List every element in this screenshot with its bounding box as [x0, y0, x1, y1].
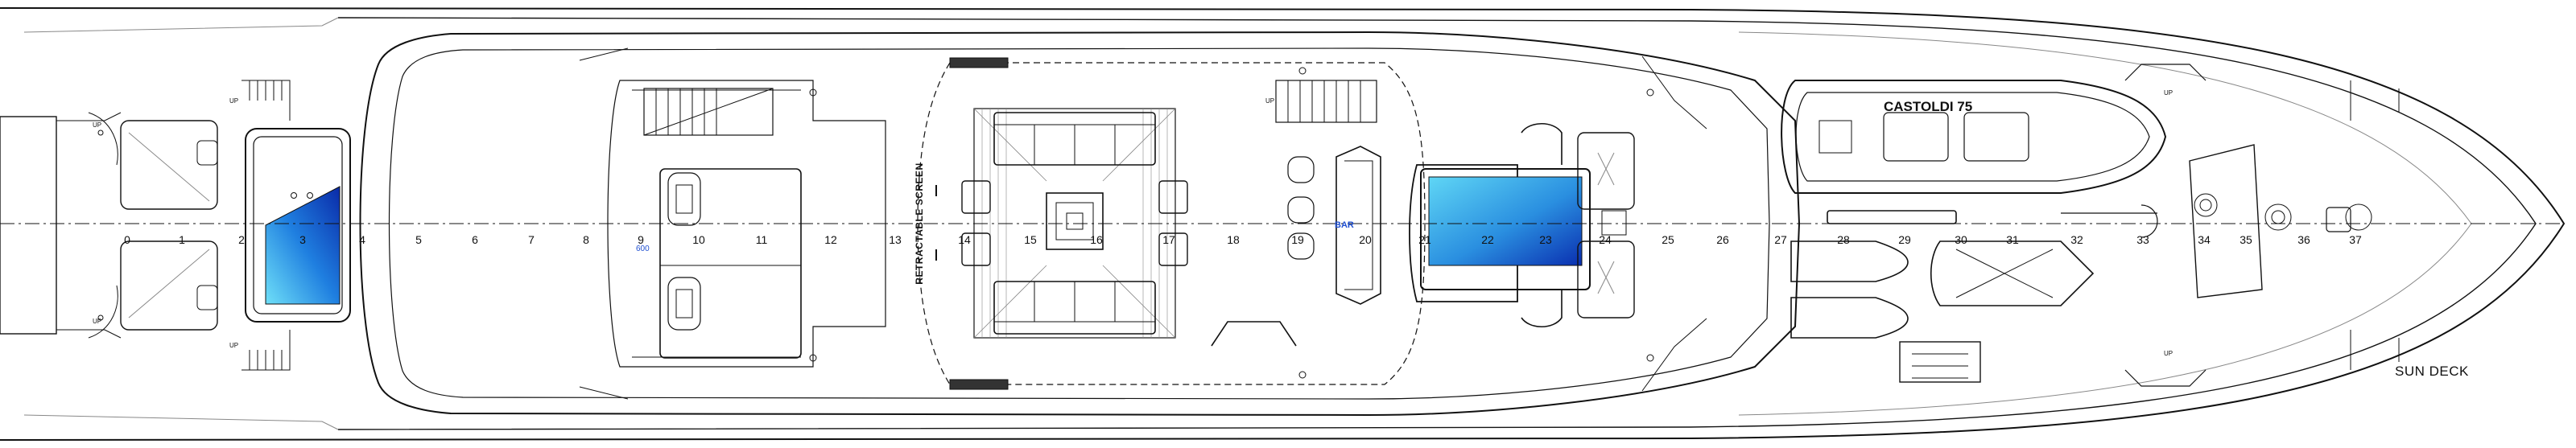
frame-number-19: 19	[1291, 233, 1304, 246]
frame-number-37: 37	[2349, 233, 2362, 246]
frame-number-1: 1	[179, 233, 185, 246]
deck-title: SUN DECK	[2395, 364, 2469, 379]
frame-number-36: 36	[2297, 233, 2310, 246]
frame-number-22: 22	[1481, 233, 1494, 246]
frame-number-9: 9	[638, 233, 644, 246]
main-pool	[1409, 88, 1654, 362]
frame-number-4: 4	[359, 233, 365, 246]
frame-number-27: 27	[1774, 233, 1787, 246]
stern-spa	[245, 128, 351, 323]
up-label-stern-port: UP	[93, 121, 101, 129]
retractable-screen-label: RETRACTABLE SCREEN	[914, 162, 925, 284]
frame-number-12: 12	[824, 233, 837, 246]
frame-number-14: 14	[958, 233, 971, 246]
frame-number-7: 7	[528, 233, 535, 246]
frame-number-18: 18	[1227, 233, 1240, 246]
jetskis-and-toys	[1790, 204, 2158, 383]
frame-number-32: 32	[2070, 233, 2083, 246]
frame-number-17: 17	[1162, 233, 1175, 246]
frame-number-5: 5	[415, 233, 422, 246]
frame-number-2: 2	[238, 233, 245, 246]
frame-number-6: 6	[472, 233, 478, 246]
frame-number-29: 29	[1898, 233, 1911, 246]
frame-number-15: 15	[1024, 233, 1037, 246]
frame-number-20: 20	[1359, 233, 1372, 246]
up-label-aft-port: UP	[229, 97, 238, 105]
frame-number-16: 16	[1090, 233, 1103, 246]
frame-number-26: 26	[1716, 233, 1729, 246]
frame-number-25: 25	[1662, 233, 1674, 246]
frame-number-23: 23	[1539, 233, 1552, 246]
stern-area	[0, 80, 774, 371]
frame-number-33: 33	[2136, 233, 2149, 246]
frame-number-0: 0	[124, 233, 130, 246]
bow-equipment	[2124, 64, 2400, 387]
bar-label: BAR	[1335, 220, 1354, 230]
frame-number-34: 34	[2198, 233, 2211, 246]
frame-number-11: 11	[756, 233, 768, 246]
frame-number-10: 10	[692, 233, 705, 246]
tender-label: CASTOLDI 75	[1884, 99, 1972, 114]
marker-label: 600	[636, 245, 650, 253]
frame-number-13: 13	[889, 233, 902, 246]
up-label-fwd-stairs: UP	[1265, 97, 1274, 105]
frame-number-30: 30	[1955, 233, 1967, 246]
up-label-aft-stbd: UP	[229, 342, 238, 349]
frame-number-21: 21	[1418, 233, 1431, 246]
frame-number-31: 31	[2006, 233, 2019, 246]
frame-number-24: 24	[1599, 233, 1612, 246]
frame-number-28: 28	[1837, 233, 1850, 246]
frame-number-35: 35	[2240, 233, 2252, 246]
tender-castoldi	[1781, 80, 2167, 194]
sunbed-stern	[659, 168, 802, 359]
frame-number-8: 8	[583, 233, 589, 246]
up-label-bow-stbd: UP	[2164, 350, 2173, 357]
frame-number-3: 3	[299, 233, 306, 246]
up-label-stern-stbd: UP	[93, 318, 101, 325]
up-label-bow-port: UP	[2164, 89, 2173, 97]
